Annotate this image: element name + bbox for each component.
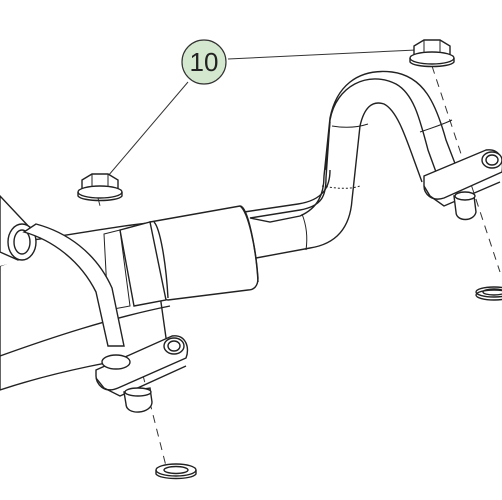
coupler-sleeve bbox=[103, 205, 259, 311]
callout-balloon: 10 bbox=[181, 39, 227, 85]
leader-line-right-nut bbox=[227, 49, 417, 60]
right-gasket bbox=[475, 286, 502, 301]
top-right-nut bbox=[409, 39, 455, 68]
left-nut bbox=[77, 173, 123, 202]
left-gasket bbox=[155, 463, 197, 480]
callout-circle bbox=[181, 39, 227, 85]
bent-pipe bbox=[243, 70, 457, 259]
left-flange bbox=[95, 335, 189, 413]
left-cross-pipe bbox=[0, 194, 125, 347]
bent-pipe-body bbox=[249, 70, 457, 223]
right-flange bbox=[423, 149, 502, 221]
leader-line-left-nut bbox=[107, 81, 189, 177]
leader-lines bbox=[107, 49, 417, 177]
callout-number: 10 bbox=[190, 47, 219, 77]
